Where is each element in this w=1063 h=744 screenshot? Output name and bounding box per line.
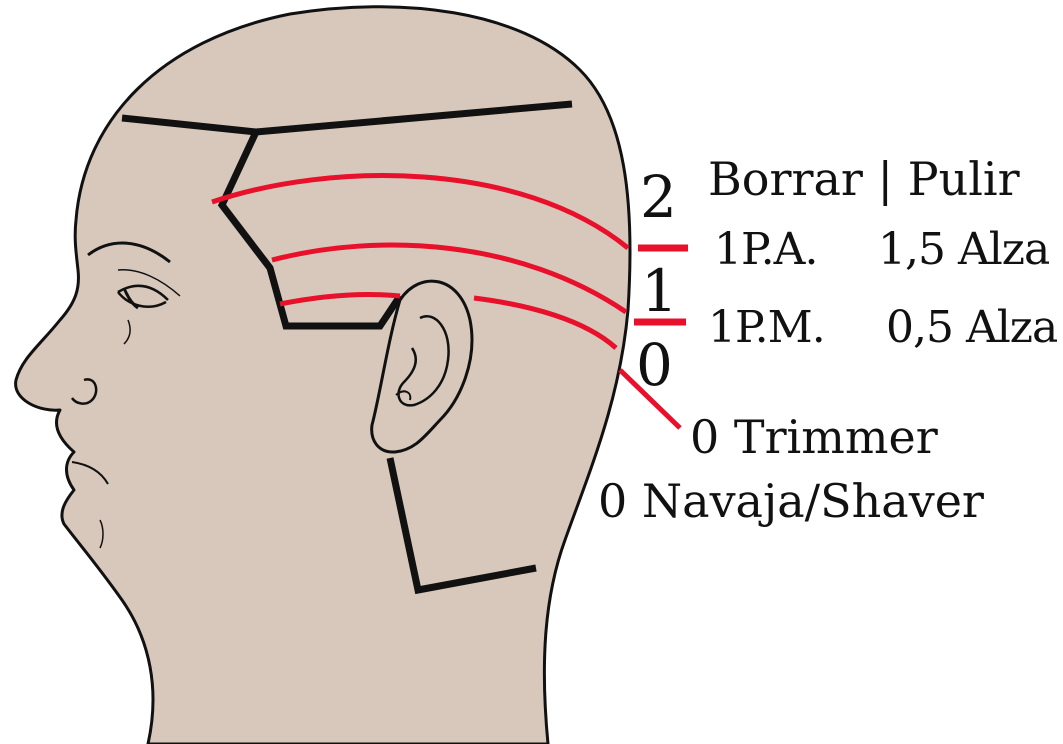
level-1-label: 1 bbox=[641, 262, 678, 320]
alza-0-5-label: 0,5 Alza bbox=[886, 306, 1057, 350]
guard-1pa-label: 1P.A. bbox=[714, 228, 817, 272]
level-2-label: 2 bbox=[640, 168, 677, 226]
shaver-label: 0 Navaja/Shaver bbox=[598, 478, 984, 524]
level-0-label: 0 bbox=[636, 336, 673, 394]
header-label: Borrar | Pulir bbox=[708, 156, 1020, 202]
alza-1-5-label: 1,5 Alza bbox=[878, 228, 1049, 272]
trimmer-label: 0 Trimmer bbox=[690, 414, 938, 460]
guard-1pm-label: 1P.M. bbox=[708, 306, 825, 350]
head-silhouette bbox=[16, 7, 630, 744]
